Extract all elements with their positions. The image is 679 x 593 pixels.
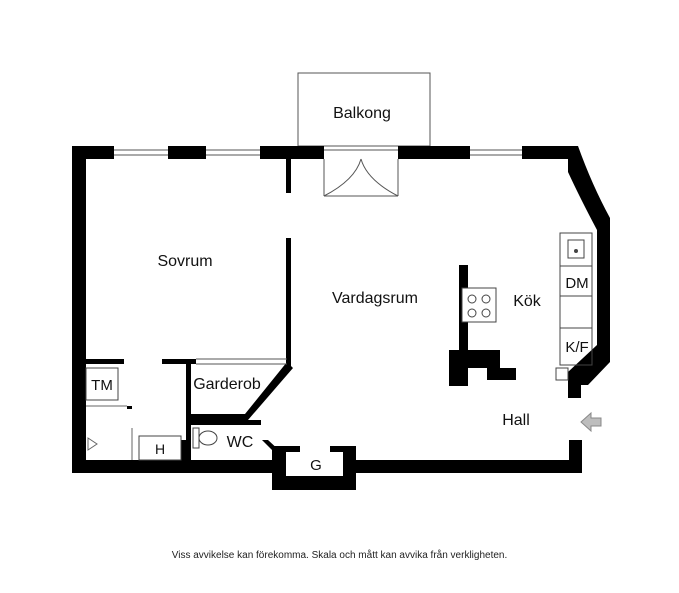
sink-icon [567,239,585,259]
room-label-sovrum: Sovrum [157,253,212,270]
entry-arrow-icon [580,411,602,433]
room-label-kok: Kök [513,293,542,310]
toilet-icon [192,427,218,449]
balcony-door [323,158,399,197]
stove-icon [461,287,497,323]
room-label-vardagsrum: Vardagsrum [332,290,418,307]
fixture-label-g: G [310,457,322,474]
fixture-label-h: H [155,441,165,457]
shower-outline [86,405,133,460]
room-label-wc: WC [227,434,254,451]
room-label-balkong: Balkong [333,105,391,122]
disclaimer-text: Viss avvikelse kan förekomma. Skala och … [171,550,508,561]
kitchen-island [449,265,516,386]
windows [114,149,522,156]
garderob-door [196,358,287,365]
h-box [138,435,182,461]
kitchen-cabinets [559,232,593,366]
fixture-label-dm: DM [565,275,588,292]
kitchen-step [555,367,569,381]
outer-walls [72,146,610,490]
room-label-garderob: Garderob [193,376,261,393]
interior-walls [86,159,293,460]
tm-box [85,367,119,401]
fixture-label-tm: TM [91,377,113,394]
balcony-outline [297,72,431,147]
room-label-hall: Hall [502,412,530,429]
fixture-label-kf: K/F [565,339,588,356]
